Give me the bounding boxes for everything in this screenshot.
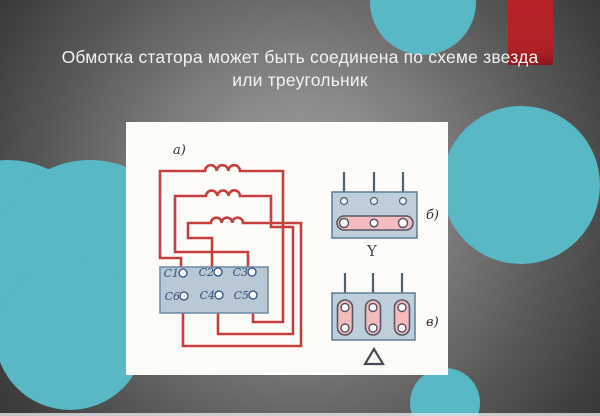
- terminal-holes: [178, 267, 258, 301]
- star-jumper-holes: [338, 217, 409, 229]
- winding-figure: а) С1 С2 С3: [158, 143, 439, 366]
- winding-wire-phase-2: [173, 189, 295, 336]
- delta-symbol-icon: [363, 346, 385, 366]
- figure-label-a: а): [173, 143, 186, 158]
- delta-jumper-holes: [340, 302, 407, 333]
- winding-wire-phase-3: [181, 216, 303, 348]
- star-symbol: Y: [366, 242, 378, 260]
- winding-wire-phase-1: [158, 163, 285, 324]
- terminal-label-c3: С3: [233, 266, 248, 279]
- terminal-label-c2: С2: [199, 266, 214, 279]
- teal-blob-left-circle-3: [0, 260, 145, 410]
- terminal-label-c1: С1: [164, 267, 179, 280]
- terminal-label-c6: С6: [165, 290, 180, 303]
- red-accent-bar: [508, 0, 553, 65]
- terminal-hole-c1: [178, 268, 188, 278]
- figure-label-b: б): [426, 208, 439, 223]
- terminal-hole-c4: [214, 290, 224, 300]
- teal-circle-bottom: [410, 368, 480, 416]
- terminal-label-c4: С4: [200, 289, 215, 302]
- bottom-edge-strip: [0, 413, 600, 416]
- terminal-label-c5: С5: [234, 289, 249, 302]
- slide-title: Обмотка статора может быть соединена по …: [0, 46, 600, 92]
- title-line-2: или треугольник: [232, 70, 368, 90]
- terminal-board: [159, 266, 269, 314]
- figure-label-v: в): [426, 315, 439, 330]
- teal-circle-right: [442, 106, 600, 264]
- terminal-labels: С1 С2 С3 С6 С4 С5: [164, 266, 249, 303]
- winding-wires: [158, 163, 303, 348]
- terminal-hole-c2: [213, 267, 223, 277]
- terminal-hole-c3: [247, 267, 257, 277]
- star-terminal-holes: [339, 196, 408, 206]
- delta-connection-block: в): [331, 273, 439, 366]
- terminal-hole-c6: [179, 291, 189, 301]
- star-connection-block: б) Y: [331, 172, 439, 260]
- image-panel: а) С1 С2 С3: [126, 122, 448, 375]
- title-line-1: Обмотка статора может быть соединена по …: [61, 47, 539, 67]
- terminal-hole-c5: [248, 290, 258, 300]
